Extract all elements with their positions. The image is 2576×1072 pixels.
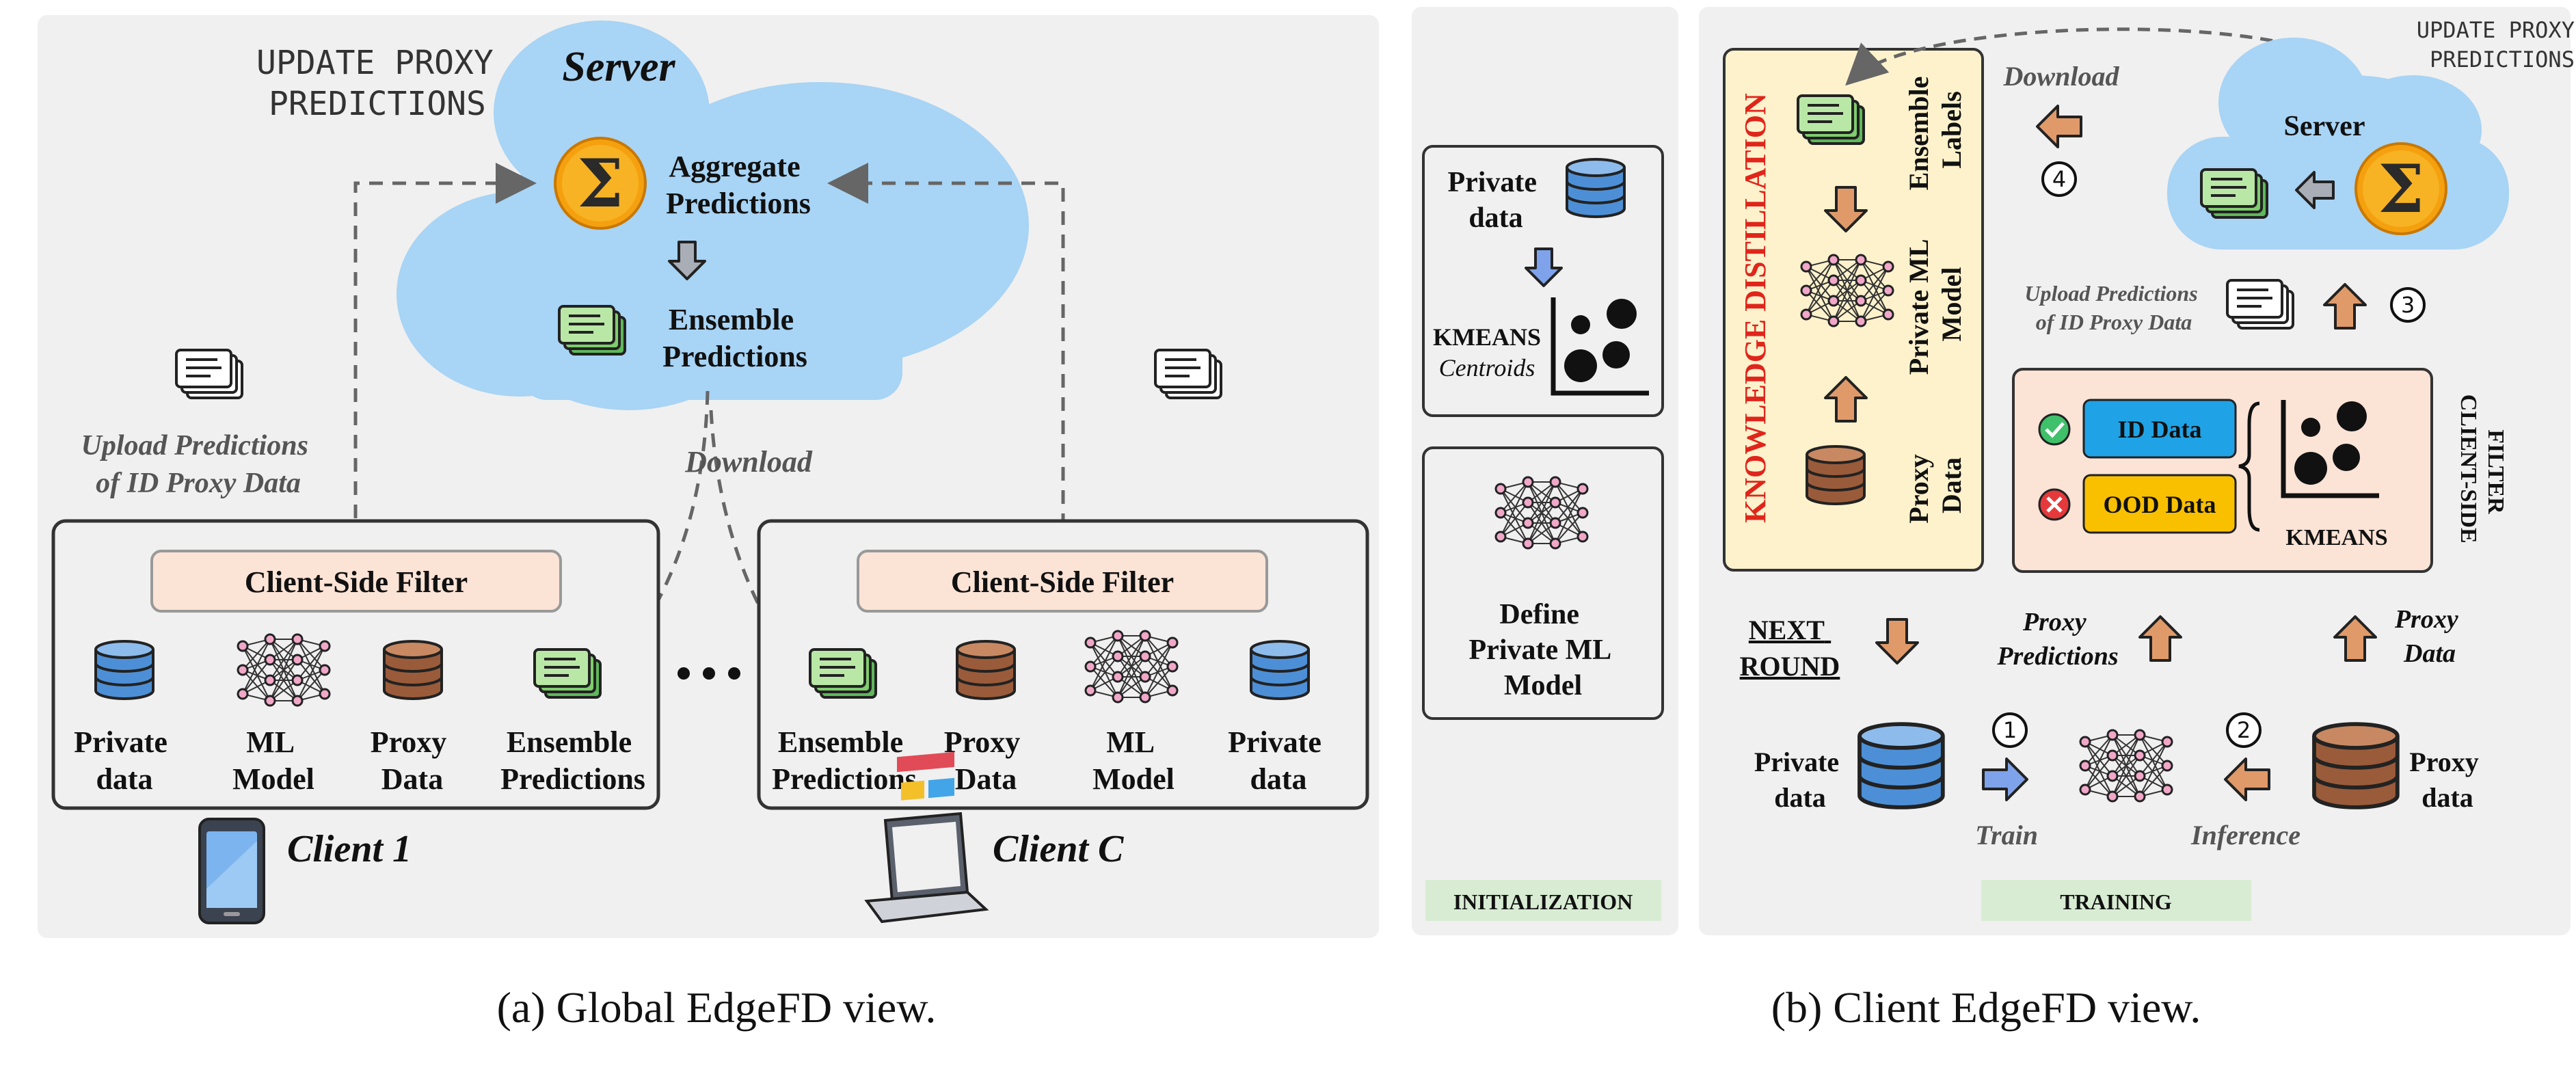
right-upload-label: Upload Predictions of ID Proxy Data: [2024, 281, 2203, 334]
docs-icon: [2200, 168, 2268, 219]
train-proxy-data-label: Proxy data: [2409, 747, 2485, 813]
upload-docs-icon: [2226, 279, 2294, 330]
caption-b: (b) Client EdgeFD view.: [1771, 983, 2201, 1032]
train-private-data-label: Private data: [1754, 747, 1846, 813]
next-round-label: NEXT ROUND: [1740, 615, 1840, 682]
laptop-icon: [864, 751, 989, 924]
download-label: Download: [684, 445, 813, 479]
ensemble-docs-icon: [558, 305, 626, 356]
client-c-box: Client-Side Filter Ensemble Predictions …: [757, 519, 1369, 810]
train-label: Train: [1975, 820, 2038, 850]
caption-a: (a) Global EdgeFD view.: [497, 983, 937, 1032]
client-view-panel: UPDATE PROXY PREDICTIONS KNOWLEDGE DISTI…: [1699, 7, 2576, 935]
init-kmeans-label: KMEANS: [1433, 323, 1541, 351]
client-1-item-1: ML Model: [232, 725, 314, 796]
upload-docs-icon-right: [1154, 349, 1222, 399]
proxy-predictions-label: Proxy Predictions: [1996, 608, 2118, 671]
step-1: 1: [2003, 717, 2017, 743]
client-1-item-0: Private data: [74, 725, 175, 796]
initialization-footer: INITIALIZATION: [1453, 889, 1633, 914]
client-1-item-2: Proxy Data: [371, 725, 455, 796]
private-ml-model-text: Private ML Model: [1903, 234, 1967, 375]
global-view-panel: UPDATE PROXY PREDICTIONS Server Aggregat…: [38, 15, 1379, 938]
proxy-data-mid-label: Proxy Data: [2394, 605, 2465, 668]
sigma-icon: [2354, 142, 2447, 235]
ensemble-labels-text: Ensemble Labels: [1903, 70, 1967, 191]
left-update-title: UPDATE PROXY PREDICTIONS: [256, 44, 513, 123]
client-1-item-3: Ensemble Predictions: [500, 725, 645, 796]
client-1-filter-label: Client-Side Filter: [245, 565, 468, 599]
client-side-filter-label: CLIENT-SIDE FILTER: [2456, 394, 2508, 549]
right-download-label: Download: [2003, 61, 2120, 92]
upload-docs-icon-left: [175, 349, 243, 399]
training-footer: TRAINING: [2060, 889, 2172, 914]
right-update-title: UPDATE PROXY PREDICTIONS: [2417, 17, 2576, 72]
ensemble-predictions-icon: [809, 648, 877, 699]
proxy-data-icon: [383, 640, 443, 700]
private-data-icon: [1566, 158, 1626, 218]
proxy-data-large-icon: [2314, 724, 2398, 807]
phone-icon: [198, 818, 265, 924]
define-model-label: Define Private ML Model: [1469, 599, 1618, 701]
upload-predictions-label: Upload Predictions of ID Proxy Data: [81, 430, 316, 499]
kd-proxy-data-text: Proxy Data: [1903, 447, 1967, 523]
kd-label: KNOWLEDGE DISTILLATION: [1739, 93, 1772, 523]
ensemble-labels-icon: [1797, 94, 1865, 145]
cross-icon: [2038, 488, 2071, 521]
server-label: Server: [562, 44, 675, 90]
ensemble-predictions-label: Ensemble Predictions: [662, 303, 807, 373]
private-data-icon: [1250, 640, 1310, 700]
ellipsis: [677, 667, 740, 680]
right-server-label: Server: [2284, 111, 2365, 142]
client-c-name: Client C: [993, 828, 1124, 870]
aggregate-label: Aggregate Predictions: [666, 150, 811, 220]
step-2: 2: [2237, 717, 2251, 743]
init-private-data-label: Private data: [1447, 167, 1544, 234]
sigma-icon: [554, 137, 647, 230]
step-4: 4: [2052, 166, 2066, 192]
client-c-filter-label: Client-Side Filter: [951, 565, 1174, 599]
check-icon: [2038, 413, 2071, 446]
client-1-box: Client-Side Filter Private data ML Model…: [51, 519, 660, 810]
ood-data-label: OOD Data: [2104, 491, 2216, 518]
ensemble-predictions-icon: [533, 648, 602, 699]
private-data-large-icon: [1860, 724, 1943, 807]
client-c-item-1: Proxy Data: [944, 725, 1028, 796]
id-data-label: ID Data: [2118, 416, 2202, 443]
step-3: 3: [2401, 292, 2415, 318]
client-1-name: Client 1: [287, 828, 412, 870]
initialization-panel: Private data KMEANS Centroids Define Pri…: [1412, 7, 1678, 935]
filter-kmeans-label: KMEANS: [2285, 525, 2387, 550]
client-c-item-3: Private data: [1228, 725, 1329, 796]
client-c-item-2: ML Model: [1092, 725, 1175, 796]
proxy-data-icon: [956, 640, 1016, 700]
inference-label: Inference: [2190, 820, 2300, 850]
client-c-item-0: Ensemble Predictions: [772, 725, 917, 796]
proxy-data-icon: [1806, 445, 1866, 505]
private-data-icon: [94, 640, 155, 700]
init-centroids-label: Centroids: [1439, 354, 1535, 381]
